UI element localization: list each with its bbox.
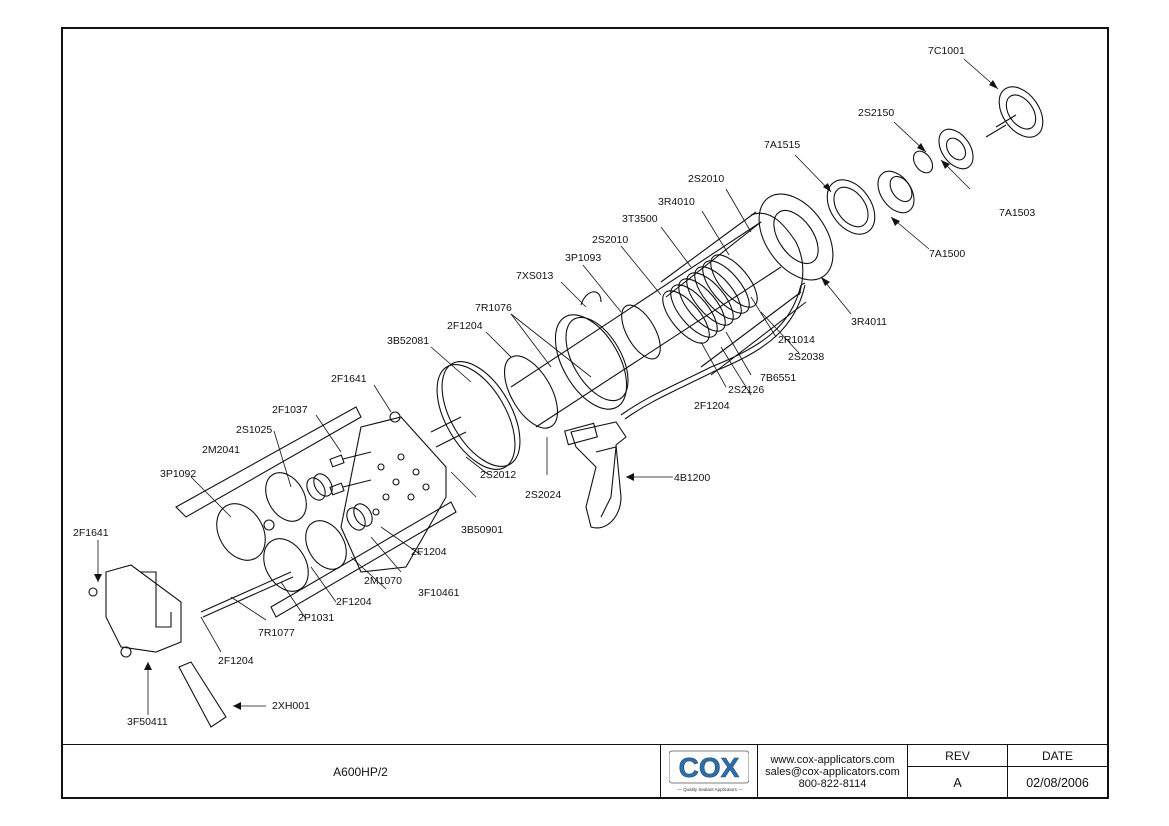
part-label: 2F1204 <box>218 655 254 667</box>
end-bracket <box>88 564 182 658</box>
part-label: 2S1025 <box>236 424 272 436</box>
drawing-frame <box>61 27 1109 799</box>
drawing-number-cell: A600HP/2 <box>61 745 661 798</box>
part-label: 4B1200 <box>674 472 710 484</box>
company-logo: COX — Quality Sealant Applicators — <box>661 745 758 798</box>
logo-text: COX <box>679 752 740 783</box>
part-label: 7R1076 <box>475 302 512 314</box>
part-label: 3R4011 <box>851 316 887 328</box>
part-label: 7B6551 <box>760 372 796 384</box>
part-label: 2S2038 <box>788 351 824 363</box>
front-cap-assembly <box>826 86 1044 235</box>
website-link[interactable]: www.cox-applicators.com <box>770 753 895 766</box>
rod-7r1077 <box>200 571 292 613</box>
part-label: 2S2010 <box>592 234 628 246</box>
part-label: 2M2041 <box>202 444 240 456</box>
date-value: 02/08/2006 <box>1026 775 1089 790</box>
cylinder-tube <box>660 211 807 376</box>
mounting-plate <box>340 416 447 573</box>
part-label: 2R1014 <box>778 334 815 346</box>
part-label: 3P1092 <box>160 468 196 480</box>
contact-cell: www.cox-applicators.com sales@cox-applic… <box>758 745 908 798</box>
part-label: 3P1093 <box>565 252 601 264</box>
part-label: 2F1204 <box>411 546 447 558</box>
part-label: 2F1037 <box>272 404 308 416</box>
part-label: 3B52081 <box>387 335 429 347</box>
part-label: 2F1204 <box>336 596 372 608</box>
air-hose <box>620 282 806 420</box>
leader-lines <box>97 58 999 715</box>
part-label: 7A1515 <box>764 139 800 151</box>
handle-valve <box>564 421 627 529</box>
date-cell: DATE 02/08/2006 <box>1008 745 1107 798</box>
rev-value: A <box>953 775 962 790</box>
part-label: 3R4010 <box>658 196 695 208</box>
part-label: 2S2010 <box>688 173 724 185</box>
part-label: 3F50411 <box>127 716 168 728</box>
logo-tagline: — Quality Sealant Applicators — <box>677 787 743 792</box>
part-label: 2F1204 <box>694 400 730 412</box>
piston-discs <box>216 472 347 592</box>
part-label: 2S2150 <box>858 107 894 119</box>
part-label: 7C1001 <box>928 45 965 57</box>
part-label: 2M1070 <box>364 575 402 587</box>
bolts-and-springs <box>263 411 401 531</box>
part-label: 2F1641 <box>73 527 109 539</box>
date-header: DATE <box>1008 745 1107 767</box>
rail-3f10461 <box>175 406 457 618</box>
part-label: 2S2012 <box>480 469 516 481</box>
leader-arrowheads <box>94 80 998 710</box>
part-label: 7A1503 <box>999 207 1035 219</box>
part-label: 3B50901 <box>461 524 503 536</box>
part-label: 7A1500 <box>929 248 965 260</box>
part-label: 2S2024 <box>525 489 561 501</box>
nozzle <box>178 661 227 728</box>
cox-logo-icon: COX <box>669 750 749 784</box>
piston-and-ring <box>554 291 661 410</box>
tie-rods <box>510 221 782 428</box>
part-label: 7R1077 <box>258 627 295 639</box>
part-label: 3F10461 <box>418 587 460 599</box>
exploded-assembly-drawing: 7C1001 2S2150 7A1515 7A1503 2S2010 3R401… <box>73 45 1044 728</box>
part-label: 2P1031 <box>298 612 334 624</box>
part-labels: 7C1001 2S2150 7A1515 7A1503 2S2010 3R401… <box>73 45 1035 728</box>
drawing-number: A600HP/2 <box>333 764 388 779</box>
email-link[interactable]: sales@cox-applicators.com <box>765 765 900 778</box>
washer-3r4011 <box>758 193 834 281</box>
revision-cell: REV A <box>908 745 1008 798</box>
rev-header: REV <box>908 745 1007 767</box>
part-label: 2F1641 <box>331 373 367 385</box>
part-label: 2F1204 <box>447 320 483 332</box>
spring <box>662 254 758 344</box>
end-plate-3b52081 <box>430 355 559 470</box>
part-label: 7XS013 <box>516 270 554 282</box>
title-block: A600HP/2 COX — Quality Sealant Applicato… <box>61 744 1109 799</box>
part-label: 2XH001 <box>272 700 310 712</box>
part-label: 3T3500 <box>622 213 658 225</box>
phone-number: 800-822-8114 <box>798 777 867 790</box>
part-label: 2S2126 <box>728 384 764 396</box>
